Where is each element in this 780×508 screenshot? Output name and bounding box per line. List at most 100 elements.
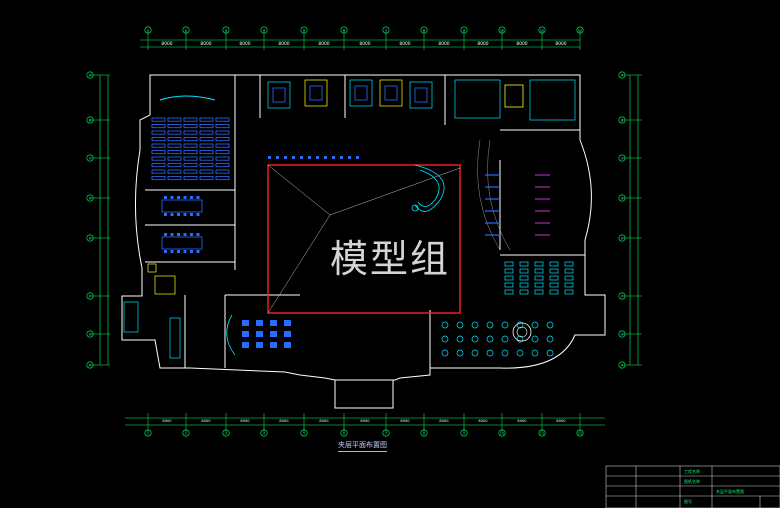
grid-label-top: 5 [303,29,305,33]
curved-stair-right [477,139,511,251]
dimension-label-top: 8000 [555,41,566,47]
grid-label-bottom: 5 [303,432,305,436]
dimension-label-top: 8000 [200,41,211,47]
railing-post [284,156,287,159]
grid-bubble-bottom [340,429,348,437]
lounge-seat [270,320,277,326]
chair [170,250,174,253]
round-table [486,335,494,343]
spiral-stair [411,164,445,212]
cafe-table [534,289,544,295]
dimension-label-top: 8000 [318,41,329,47]
round-table [516,321,524,329]
round-table [516,349,524,357]
seat-row [151,176,166,181]
grid-bubble-top [382,26,390,34]
seat-row [199,150,214,155]
elevator [147,263,157,273]
seat-row [167,117,182,122]
title-block-project-label: 工程名称 [684,469,700,474]
grid-bubble-side [86,154,94,162]
title-block-drawing-name: 夹层平面布置图 [716,489,744,494]
grid-bubble-top [182,26,190,34]
grid-bubble-top [144,26,152,34]
seat-row [151,156,166,161]
seat-row [215,163,230,168]
grid-label-bottom: 3 [225,432,227,436]
grid-bubble-top [576,26,584,34]
railing-post [308,156,311,159]
grid-bubble-bottom [144,429,152,437]
dimension-label-bottom: 8000 [240,419,250,423]
round-table [456,349,464,357]
seat-row [183,124,198,129]
grid-label-bottom: 11 [540,432,545,436]
seat-row [183,137,198,142]
feature-circle [512,322,532,342]
chair [196,233,200,236]
seat-row [183,176,198,181]
chair [196,250,200,253]
chair [190,196,193,199]
railing-post [348,156,351,159]
chair [183,213,187,216]
seat-row [183,117,198,122]
round-table [471,335,479,343]
dimension-label-top: 8000 [477,41,488,47]
seat-row [167,124,182,129]
lounge-seat [242,331,249,337]
grid-label-side: H [89,363,92,367]
grid-bubble-top [340,26,348,34]
seat-row [151,150,166,155]
bottom-dimension-line [125,417,605,426]
grid-bubble-side [618,330,626,338]
chair [177,250,180,253]
lounge-seat [270,342,277,348]
chair [164,233,167,236]
grid-bubble-side [86,361,94,369]
cafe-table [504,268,514,274]
lounge-seat [270,331,277,337]
lounge-curve [226,314,236,356]
dimension-label-bottom: 8000 [517,419,527,423]
title-block [605,465,780,508]
room-furniture [354,85,368,101]
title-block-number-label: 图号 [684,499,692,504]
seat-row [151,163,166,168]
seat-row [167,156,182,161]
grid-label-side: D [621,196,624,200]
round-table [546,349,554,357]
grid-label-top: 8 [423,29,426,33]
grid-bubble-bottom [382,429,390,437]
chair [164,196,167,199]
cafe-table [519,268,529,274]
railing-post [300,156,303,159]
round-table [531,335,539,343]
railing-post [356,156,359,159]
stair-block [504,84,524,108]
round-table [516,335,524,343]
railing-post [276,156,279,159]
grid-label-top: 6 [343,29,346,33]
dimension-label-bottom: 8000 [162,419,172,423]
grid-bubble-side [86,330,94,338]
grid-bubble-side [618,292,626,300]
grid-bubble-side [86,194,94,202]
round-table [531,321,539,329]
cafe-table [519,261,529,267]
grid-label-side: F [621,294,623,298]
grid-bubble-side [618,234,626,242]
grid-label-side: E [89,236,92,240]
room-furniture [309,85,323,101]
seat-row [199,163,214,168]
cafe-table [504,261,514,267]
seat-row [183,130,198,135]
chair [164,250,167,253]
cafe-table [564,289,574,295]
round-table [441,349,449,357]
seat-row [167,150,182,155]
